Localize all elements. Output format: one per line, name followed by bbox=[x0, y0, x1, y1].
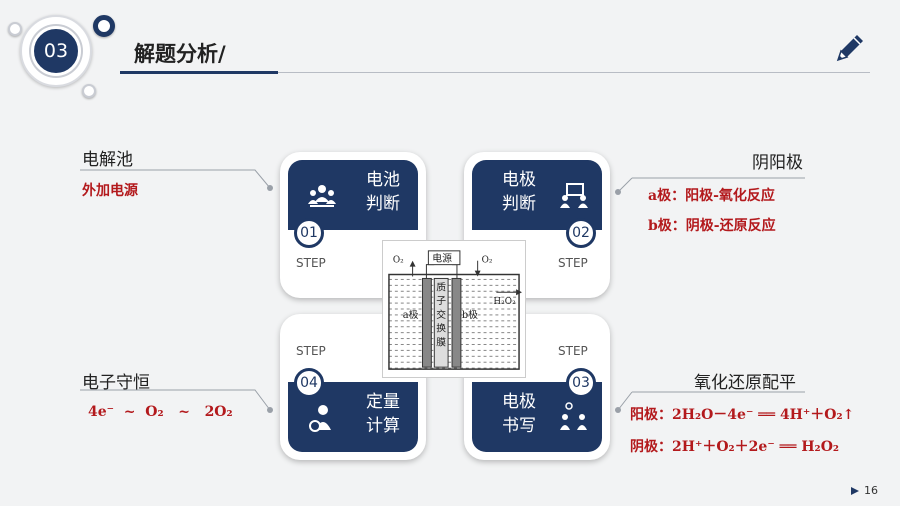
right-bottom-heading: 氧化还原配平 bbox=[694, 373, 796, 393]
people-chat-icon bbox=[560, 402, 587, 430]
page-title: 解题分析/ bbox=[134, 42, 226, 66]
card-label-bottom: 判断 bbox=[502, 194, 536, 214]
step-number: 02 bbox=[566, 218, 596, 248]
step-label: STEP bbox=[558, 256, 588, 270]
step-label: STEP bbox=[558, 344, 588, 358]
card-label-bottom: 计算 bbox=[366, 416, 400, 436]
step-label: STEP bbox=[296, 344, 326, 358]
decor-dot bbox=[82, 84, 96, 98]
membrane-char: 质 bbox=[436, 281, 446, 293]
step-card-03[interactable]: STEP 电极书写 03 bbox=[464, 314, 610, 460]
step-card-panel: 电池判断 bbox=[288, 160, 418, 230]
a-electrode-label: a极 bbox=[403, 308, 419, 321]
right-gas-label: O₂ bbox=[482, 256, 493, 266]
pager[interactable]: 16 bbox=[850, 484, 878, 497]
power-label: 电源 bbox=[432, 252, 452, 265]
left-bottom-heading: 电子守恒 bbox=[82, 373, 150, 393]
outlet-label: H₂O₂ bbox=[493, 297, 515, 307]
card-label-top: 电极 bbox=[502, 170, 536, 190]
membrane-char: 子 bbox=[436, 295, 446, 307]
section-number-badge: 03 bbox=[31, 26, 81, 76]
card-label-bottom: 判断 bbox=[366, 194, 400, 214]
decor-dot bbox=[8, 22, 22, 36]
right-top-line-2: b极：阴极-还原反应 bbox=[648, 218, 776, 234]
step-number: 03 bbox=[566, 368, 596, 398]
play-icon[interactable] bbox=[850, 486, 860, 496]
left-top-text: 外加电源 bbox=[82, 183, 138, 199]
team-icon bbox=[308, 185, 336, 207]
right-bottom-line-1: 阳极：2H₂O－4e⁻ ══ 4H⁺＋O₂↑ bbox=[630, 407, 855, 423]
presentation-icon bbox=[560, 183, 588, 208]
page-number: 16 bbox=[864, 484, 878, 497]
left-gas-label: O₂ bbox=[393, 256, 404, 266]
membrane-char: 膜 bbox=[436, 336, 446, 348]
person-coin-icon bbox=[309, 405, 331, 432]
right-bottom-line-2: 阴极：2H⁺＋O₂＋2e⁻ ══ H₂O₂ bbox=[630, 439, 840, 455]
step-number: 04 bbox=[294, 368, 324, 398]
step-grid: 电池判断 01 STEP 电极判断 02 STEP STEP bbox=[280, 152, 610, 460]
right-top-line-1: a极：阳极-氧化反应 bbox=[648, 188, 775, 204]
membrane-char: 交 bbox=[436, 308, 446, 321]
electrolysis-diagram: 电源 O₂ O₂ H₂O₂ a极 b极 质 子 交 换 膜 bbox=[382, 240, 526, 378]
card-label-top: 电极 bbox=[502, 392, 536, 412]
card-label-top: 电池 bbox=[366, 170, 400, 190]
step-label: STEP bbox=[296, 256, 326, 270]
left-top-heading: 电解池 bbox=[82, 150, 133, 170]
step-card-panel: 电极书写 bbox=[472, 382, 602, 452]
step-card-04[interactable]: STEP 定量计算 04 bbox=[280, 314, 426, 460]
pencil-icon bbox=[836, 35, 863, 62]
card-label-top: 定量 bbox=[366, 392, 400, 412]
step-number: 01 bbox=[294, 218, 324, 248]
left-bottom-text: 4e⁻ ~ O₂ ~ 2O₂ bbox=[88, 404, 233, 420]
title-divider bbox=[120, 72, 870, 73]
b-electrode-label: b极 bbox=[462, 308, 478, 321]
card-label-bottom: 书写 bbox=[502, 416, 536, 436]
decor-dot bbox=[93, 15, 115, 37]
title-accent-bar bbox=[120, 71, 278, 74]
right-top-heading: 阴阳极 bbox=[752, 153, 803, 173]
membrane-char: 换 bbox=[436, 322, 446, 335]
